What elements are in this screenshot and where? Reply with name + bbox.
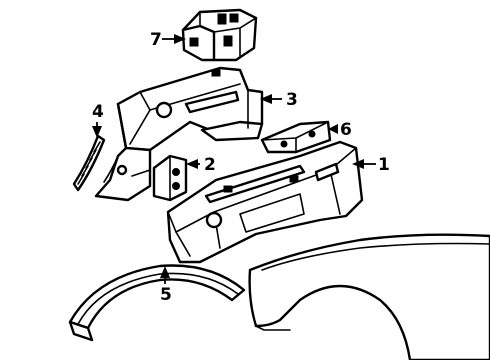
fender-panel <box>248 233 490 360</box>
callout-number-2: 2 <box>204 155 216 175</box>
callout-number-5: 5 <box>160 285 172 305</box>
inner-wheelhouse-panel <box>94 102 152 202</box>
callout-number-4: 4 <box>92 102 104 122</box>
part-5-wheel-molding <box>68 264 246 342</box>
part-4-seal <box>72 134 106 192</box>
callout-number-1: 1 <box>378 155 390 175</box>
callout-2: 2 <box>186 155 216 175</box>
part-7-bracket <box>181 8 258 62</box>
part-2-bracket <box>152 154 188 202</box>
callout-6: 6 <box>328 120 352 140</box>
part-6-plate <box>260 120 332 154</box>
callout-number-6: 6 <box>340 120 352 140</box>
callout-5: 5 <box>160 266 172 305</box>
callout-number-7: 7 <box>150 30 162 50</box>
callout-1: 1 <box>352 155 390 175</box>
callout-4: 4 <box>92 102 104 138</box>
part-1-lower-apron <box>166 140 364 264</box>
callout-3: 3 <box>260 90 298 110</box>
callout-7: 7 <box>150 30 186 50</box>
part-3-upper-apron <box>116 66 264 152</box>
callout-number-3: 3 <box>286 90 298 110</box>
